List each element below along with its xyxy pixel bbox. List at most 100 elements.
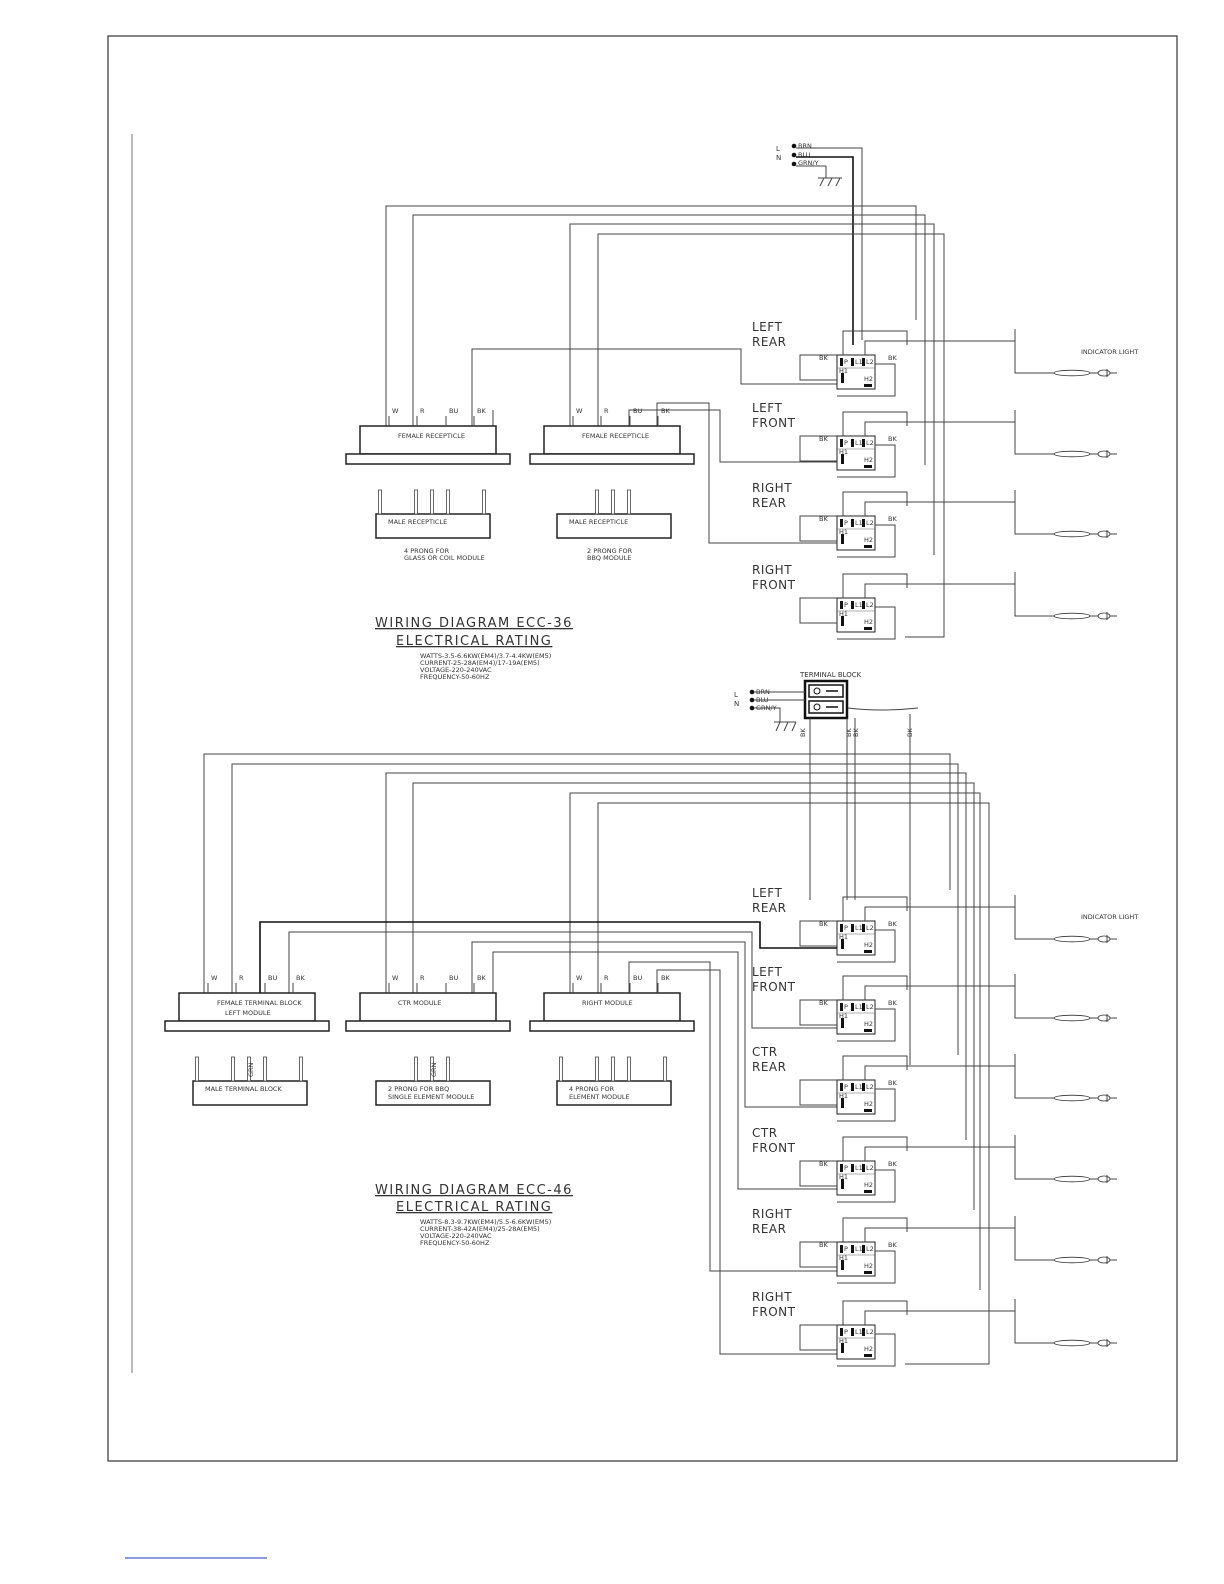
bk-label: BK [819, 1241, 828, 1249]
pin-label: BU [268, 974, 277, 982]
male-block-label: MALE TERMINAL BLOCK [205, 1085, 282, 1093]
recepticle-note: 2 PRONG FOR [587, 547, 633, 555]
bottom-rating-line: FREQUENCY-50-60HZ [420, 1239, 490, 1247]
pin-label: BU [633, 407, 642, 415]
female-block: W R BU BK FEMALE RECEPTICLE [529, 407, 695, 465]
male-block: MALE RECEPTICLE [556, 489, 672, 539]
switch-p-label: P [844, 519, 848, 527]
indicator-light-icon [1052, 612, 1117, 620]
switch-l2-label: L2 [866, 1328, 874, 1336]
female-block-label: FEMALE RECEPTICLE [398, 432, 465, 440]
indicator-light-label: INDICATOR LIGHT [1081, 348, 1138, 356]
switch-h2-label: H2 [864, 1100, 873, 1108]
bk-label: BK [799, 728, 807, 737]
switch-l1-label: L1 [855, 1328, 863, 1336]
switch-p-label: P [844, 1245, 848, 1253]
switch-l1-label: L1 [855, 601, 863, 609]
switch-h2-label: H2 [864, 1345, 873, 1353]
pin-label: BK [296, 974, 305, 982]
indicator-light-label: INDICATOR LIGHT [1081, 913, 1138, 921]
grn-prong-label: GRN [247, 1062, 255, 1077]
switch-p-label: P [844, 924, 848, 932]
switch-h2-label: H2 [864, 1181, 873, 1189]
switch-l1-label: L1 [855, 519, 863, 527]
bk-label: BK [888, 515, 897, 523]
switch-l2-label: L2 [866, 519, 874, 527]
pin-label: W [392, 974, 399, 982]
bk-label: BK [819, 999, 828, 1007]
recepticle-note: BBQ MODULE [587, 554, 631, 562]
switch-h2-label: H2 [864, 375, 873, 383]
grn-prong-label: GRN [430, 1062, 438, 1077]
switch-p-label: P [844, 439, 848, 447]
female-block-label: FEMALE RECEPTICLE [582, 432, 649, 440]
bottom-bus-wires [203, 753, 990, 1365]
pin-label: W [211, 974, 218, 982]
switch-l2-label: L2 [866, 358, 874, 366]
switch-h1-label: H1 [839, 1254, 848, 1262]
male-block-label: 4 PRONG FOR [569, 1085, 615, 1093]
top-rating-title: ELECTRICAL RATING [396, 634, 552, 649]
pin-label: R [420, 407, 425, 415]
switch-l2-label: L2 [866, 601, 874, 609]
pin-label: BK [661, 407, 670, 415]
pin-label: BU [633, 974, 642, 982]
pin-label: BK [477, 974, 486, 982]
top-supply: L N BRN BLU GRN/Y [776, 142, 863, 345]
switch-l2-label: L2 [866, 1003, 874, 1011]
female-block-label: FEMALE TERMINAL BLOCK [217, 999, 302, 1007]
bk-label: BK [845, 728, 853, 737]
pin-label: BU [449, 974, 458, 982]
switch-h1-label: H1 [839, 528, 848, 536]
indicator-light-icon [1052, 450, 1117, 458]
supply-n-label: N [734, 700, 739, 708]
pin-label: W [576, 407, 583, 415]
switch-h2-label: H2 [864, 941, 873, 949]
bk-label: BK [819, 515, 828, 523]
male-block-sublabel: ELEMENT MODULE [569, 1093, 630, 1101]
switch-h1-label: H1 [839, 610, 848, 618]
pin-label: W [576, 974, 583, 982]
terminal-block-label: TERMINAL BLOCK [799, 671, 862, 679]
indicator-light-icon [1052, 1014, 1117, 1022]
switch-l2-label: L2 [866, 1164, 874, 1172]
switch-p-label: P [844, 1164, 848, 1172]
pin-label: W [392, 407, 399, 415]
switch-l2-label: L2 [866, 1083, 874, 1091]
pin-label: BK [661, 974, 670, 982]
bk-label: BK [888, 1160, 897, 1168]
switch-h1-label: H1 [839, 1173, 848, 1181]
switch-h2-label: H2 [864, 1262, 873, 1270]
indicator-light-icon [1052, 1339, 1117, 1347]
male-block-label: 2 PRONG FOR BBQ [388, 1085, 449, 1093]
top-rating-line: FREQUENCY-50-60HZ [420, 673, 490, 681]
pin-label: BU [449, 407, 458, 415]
supply-l-label: L [734, 691, 738, 699]
bk-label: BK [888, 435, 897, 443]
bk-label: BK [888, 354, 897, 362]
switch-h1-label: H1 [839, 1012, 848, 1020]
bottom-rating-line: CURRENT-38-42A(EM4)/25-28A(EM5) [420, 1225, 540, 1233]
pin-label: R [604, 407, 609, 415]
bk-label: BK [888, 1241, 897, 1249]
indicator-light-icon [1052, 1094, 1117, 1102]
recepticle-note: 4 PRONG FOR [404, 547, 450, 555]
supply-n-label: N [776, 154, 781, 162]
wire-grny-label: GRN/Y [798, 159, 819, 167]
bk-label: BK [888, 999, 897, 1007]
